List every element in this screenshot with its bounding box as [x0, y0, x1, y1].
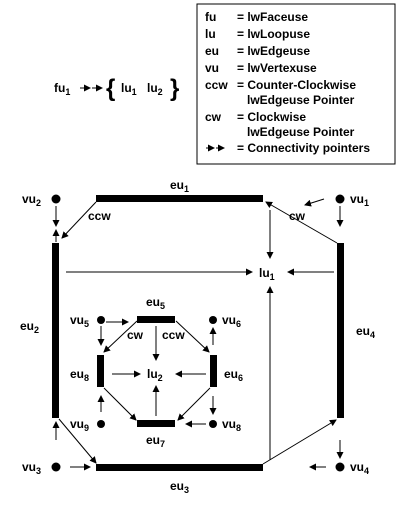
edge-eu4-label: eu4 — [356, 324, 375, 340]
vertex-vu4-label: vu4 — [350, 460, 369, 476]
vertex-vu6-dot — [209, 316, 217, 324]
vertex-vu8-dot — [209, 420, 217, 428]
edge-eu8-label: eu8 — [70, 367, 89, 383]
legend-val-vu: = lwVertexuse — [237, 61, 317, 75]
outer-loop: eu1 eu2 eu3 eu4 vu1 vu2 vu3 vu4 lu1 ccw … — [20, 178, 375, 495]
edge-eu6 — [210, 355, 217, 387]
legend-key-fu: fu — [205, 10, 216, 24]
vertex-vu9-label: vu9 — [70, 417, 89, 433]
vertex-vu4-dot — [335, 462, 345, 472]
vertex-vu8-label: vu8 — [222, 417, 241, 433]
lu1-label: lu1 — [121, 81, 137, 97]
legend-key-lu: lu — [205, 27, 216, 41]
legend-val-ccw: = Counter-Clockwise — [237, 78, 356, 92]
vertex-vu2-label: vu2 — [22, 192, 41, 208]
legend-val-lu: = lwLoopuse — [237, 27, 310, 41]
vertex-vu6-label: vu6 — [222, 313, 241, 329]
fu-label: fu1 — [54, 81, 70, 97]
vertex-vu3-label: vu3 — [22, 460, 41, 476]
inner-cw-label: cw — [127, 328, 144, 342]
edge-eu4 — [337, 243, 344, 418]
edge-eu8 — [97, 355, 104, 387]
outer-pointers — [52, 198, 344, 471]
outer-ccw-label: ccw — [88, 209, 111, 223]
vertex-vu3-dot — [51, 462, 61, 472]
edge-eu7 — [137, 420, 175, 427]
right-brace-icon: } — [170, 75, 179, 102]
edge-eu2-label: eu2 — [20, 319, 39, 335]
faceuse-expression: fu1 { lu1 lu2 } — [54, 75, 179, 102]
inner-pointers — [97, 318, 217, 428]
vertex-vu1-dot — [335, 194, 345, 204]
edge-eu2 — [52, 243, 59, 418]
edge-eu5-label: eu5 — [146, 295, 165, 311]
vertex-vu5-dot — [97, 316, 105, 324]
legend-key-ccw: ccw — [205, 78, 228, 92]
legend-key-vu: vu — [205, 61, 219, 75]
edge-eu6-label: eu6 — [224, 367, 243, 383]
legend-val-ccw-2: lwEdgeuse Pointer — [247, 93, 355, 107]
inner-loop: eu5 eu6 eu7 eu8 vu5 vu6 vu8 vu9 lu2 cw c… — [70, 295, 243, 449]
edge-eu7-label: eu7 — [146, 433, 165, 449]
left-brace-icon: { — [106, 75, 115, 102]
inner-ccw-label: ccw — [162, 328, 185, 342]
legend-box — [196, 3, 396, 165]
legend: fu = lwFaceuse lu = lwLoopuse eu = lwEdg… — [205, 10, 370, 155]
edge-eu3 — [96, 464, 263, 471]
loop-lu1-label: lu1 — [259, 266, 275, 282]
edge-eu5 — [137, 316, 175, 323]
legend-val-pointers: = Connectivity pointers — [237, 141, 370, 155]
lu2-label: lu2 — [147, 81, 163, 97]
edge-eu3-label: eu3 — [170, 479, 189, 495]
legend-val-cw: = Clockwise — [237, 110, 306, 124]
legend-val-cw-2: lwEdgeuse Pointer — [247, 125, 355, 139]
legend-key-cw: cw — [205, 110, 222, 124]
vertex-vu9-dot — [97, 420, 105, 428]
legend-val-eu: = lwEdgeuse — [237, 44, 310, 58]
vertex-vu5-label: vu5 — [70, 313, 89, 329]
edge-eu1 — [96, 195, 263, 202]
outer-cw-label: cw — [289, 209, 306, 223]
vertex-vu1-label: vu1 — [350, 192, 369, 208]
vertex-vu2-dot — [51, 194, 61, 204]
loop-lu2-label: lu2 — [147, 367, 163, 383]
edge-eu1-label: eu1 — [170, 178, 189, 194]
legend-key-eu: eu — [205, 44, 219, 58]
legend-val-fu: = lwFaceuse — [237, 10, 308, 24]
